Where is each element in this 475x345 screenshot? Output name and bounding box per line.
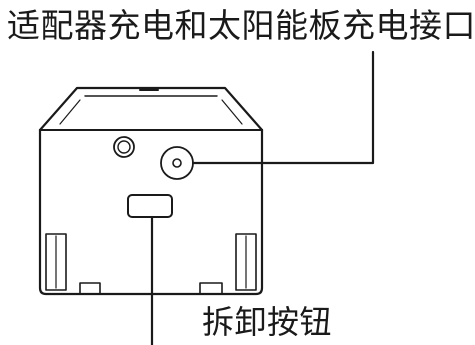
top-ridge-right <box>221 99 243 125</box>
release-button <box>127 194 173 218</box>
left-foot <box>79 282 101 295</box>
screw-hole-outer <box>113 136 135 158</box>
left-rail <box>45 233 67 291</box>
screw-hole-inner <box>117 140 131 154</box>
port-label: 适配器充电和太阳能板充电接口 <box>7 6 475 45</box>
charging-port-outer <box>160 146 194 180</box>
port-leader-line <box>191 50 375 165</box>
top-ridge-left <box>59 99 81 125</box>
right-foot <box>199 282 223 295</box>
right-rail <box>235 233 257 291</box>
release-button-label: 拆卸按钮 <box>202 303 333 341</box>
charging-port-inner <box>172 158 182 168</box>
device-top-cap <box>38 86 264 132</box>
